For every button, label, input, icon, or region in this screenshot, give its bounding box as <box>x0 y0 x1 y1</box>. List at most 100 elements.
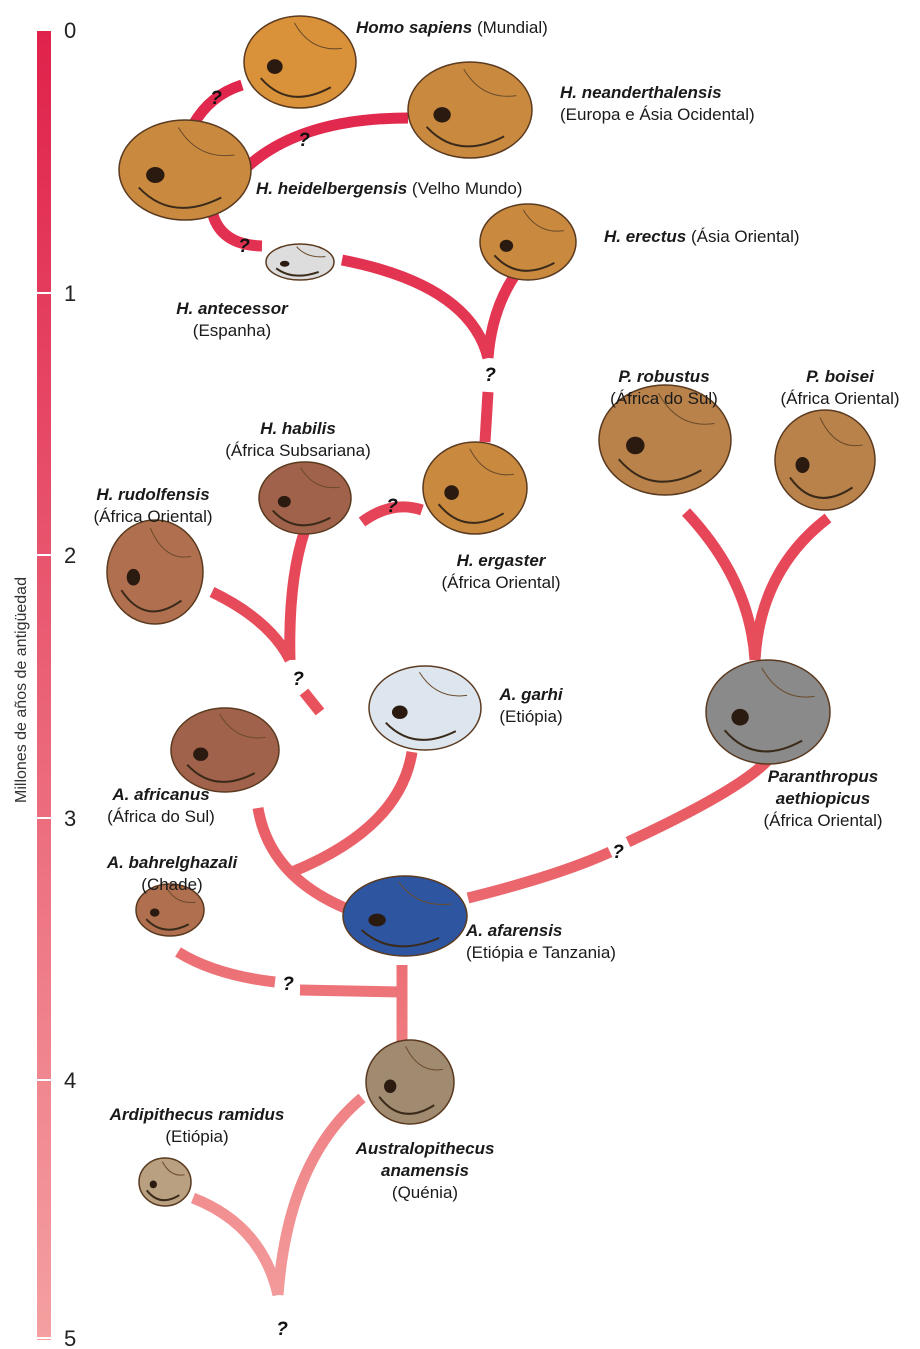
skull-cranium <box>259 462 351 534</box>
skull-cranium <box>369 666 481 750</box>
species-region: (Velho Mundo) <box>412 179 523 198</box>
label-p-robustus: P. robustus (África do Sul) <box>594 366 734 410</box>
species-name: H. rudolfensis <box>70 484 236 506</box>
skull-h-neanderthalensis <box>408 62 532 158</box>
skull-h-ergaster <box>423 442 527 534</box>
branch-homo-stem <box>304 692 320 712</box>
skull-orbit <box>626 437 644 455</box>
species-region: (África Oriental) <box>762 388 918 410</box>
skull-cranium <box>343 876 467 956</box>
question-mark: ? <box>386 496 398 517</box>
label-australopithecus-anamensis: Australopithecus anamensis (Quénia) <box>326 1138 524 1204</box>
skull-cranium <box>480 204 576 280</box>
branch-erectus-ergaster <box>485 392 488 442</box>
label-h-ergaster: H. ergaster (África Oriental) <box>418 550 584 594</box>
branch-robustus <box>686 512 755 660</box>
skull-h-antecessor <box>266 244 334 280</box>
skull-orbit <box>127 569 140 586</box>
skull-orbit <box>796 457 810 473</box>
question-mark: ? <box>238 236 250 257</box>
skull-orbit <box>150 1181 157 1189</box>
species-name: Australopithecus anamensis <box>326 1138 524 1182</box>
skull-cranium <box>408 62 532 158</box>
species-name: H. ergaster <box>418 550 584 572</box>
label-h-heidelbergensis: H. heidelbergensis (Velho Mundo) <box>256 178 522 200</box>
label-h-habilis: H. habilis (África Subsariana) <box>200 418 396 462</box>
species-region: (Chade) <box>80 874 264 896</box>
skull-orbit <box>392 705 408 718</box>
label-h-antecessor: H. antecessor (Espanha) <box>150 298 314 342</box>
label-paranthropus-aethiopicus: Paranthropus aethiopicus (África Orienta… <box>738 766 908 832</box>
species-region: (Quénia) <box>326 1182 524 1204</box>
species-name: A. africanus <box>86 784 236 806</box>
axis-tick-label: 2 <box>64 543 76 568</box>
skull-cranium <box>775 410 875 510</box>
species-name: H. habilis <box>200 418 396 440</box>
species-region: (Ásia Oriental) <box>691 227 800 246</box>
label-h-erectus: H. erectus (Ásia Oriental) <box>604 226 800 248</box>
branch-bahrelghazali <box>178 952 275 982</box>
skull-p-boisei <box>775 410 875 510</box>
question-mark: ? <box>276 1319 288 1340</box>
skull-h-rudolfensis <box>107 520 203 624</box>
branch-erectus <box>488 268 520 358</box>
label-a-africanus: A. africanus (África do Sul) <box>86 784 236 828</box>
skull-orbit <box>280 261 290 267</box>
skull-a-africanus <box>171 708 279 792</box>
skull-cranium <box>107 520 203 624</box>
label-homo-sapiens: Homo sapiens (Mundial) <box>356 17 548 39</box>
axis-tick-label: 1 <box>64 281 76 306</box>
skull-a-garhi <box>369 666 481 750</box>
branch-heidelbergensis-neanderthalensis <box>246 118 408 168</box>
axis-title: Millones de años de antigüedad <box>13 577 30 803</box>
skull-australopithecus-anamensis <box>366 1040 454 1124</box>
time-axis-bar <box>37 30 51 1340</box>
species-name: Ardipithecus ramidus <box>80 1104 314 1126</box>
species-name: A. afarensis <box>466 920 616 942</box>
species-name: H. heidelbergensis <box>256 179 407 198</box>
skull-homo-sapiens <box>244 16 356 108</box>
skull-orbit <box>193 747 208 760</box>
question-mark: ? <box>484 365 496 386</box>
species-region: (Europa e Ásia Ocidental) <box>560 104 755 126</box>
label-ardipithecus-ramidus: Ardipithecus ramidus (Etiópia) <box>80 1104 314 1148</box>
axis-tick-label: 3 <box>64 806 76 831</box>
question-mark: ? <box>210 88 222 109</box>
species-region: (Etiópia) <box>480 706 582 728</box>
skull-cranium <box>423 442 527 534</box>
skull-h-heidelbergensis <box>119 120 251 220</box>
skull-h-erectus <box>480 204 576 280</box>
species-region: (África Oriental) <box>738 810 908 832</box>
skull-cranium <box>706 660 830 764</box>
species-region: (África do Sul) <box>594 388 734 410</box>
label-a-afarensis: A. afarensis (Etiópia e Tanzania) <box>466 920 616 964</box>
axis-tick-label: 5 <box>64 1326 76 1349</box>
skull-orbit <box>150 908 160 916</box>
species-region: (África Oriental) <box>418 572 584 594</box>
skull-orbit <box>731 709 748 726</box>
axis-tick-label: 0 <box>64 18 76 43</box>
skull-orbit <box>433 107 450 122</box>
label-h-rudolfensis: H. rudolfensis (África Oriental) <box>70 484 236 528</box>
branch-bahrelghazali-junction <box>300 990 402 992</box>
species-name: Paranthropus aethiopicus <box>738 766 908 810</box>
species-name: H. neanderthalensis <box>560 82 755 104</box>
species-region: (África do Sul) <box>86 806 236 828</box>
species-name: A. bahrelghazali <box>80 852 264 874</box>
axis-tick-label: 4 <box>64 1068 76 1093</box>
skull-orbit <box>444 485 459 500</box>
skull-cranium <box>366 1040 454 1124</box>
species-name: A. garhi <box>480 684 582 706</box>
species-region: (África Oriental) <box>70 506 236 528</box>
skull-ardipithecus-ramidus <box>139 1158 191 1206</box>
species-region: (Mundial) <box>477 18 548 37</box>
label-a-garhi: A. garhi (Etiópia) <box>480 684 582 728</box>
branch-afarensis-aethiopicus <box>468 852 610 898</box>
skull-orbit <box>384 1079 396 1092</box>
time-axis: 0 1 2 3 4 5 Millones de años de antigüedad <box>13 18 76 1349</box>
species-name: P. boisei <box>762 366 918 388</box>
skull-paranthropus-aethiopicus <box>706 660 830 764</box>
skull-cranium <box>119 120 251 220</box>
species-region: (África Subsariana) <box>200 440 396 462</box>
branch-boisei <box>755 518 828 660</box>
